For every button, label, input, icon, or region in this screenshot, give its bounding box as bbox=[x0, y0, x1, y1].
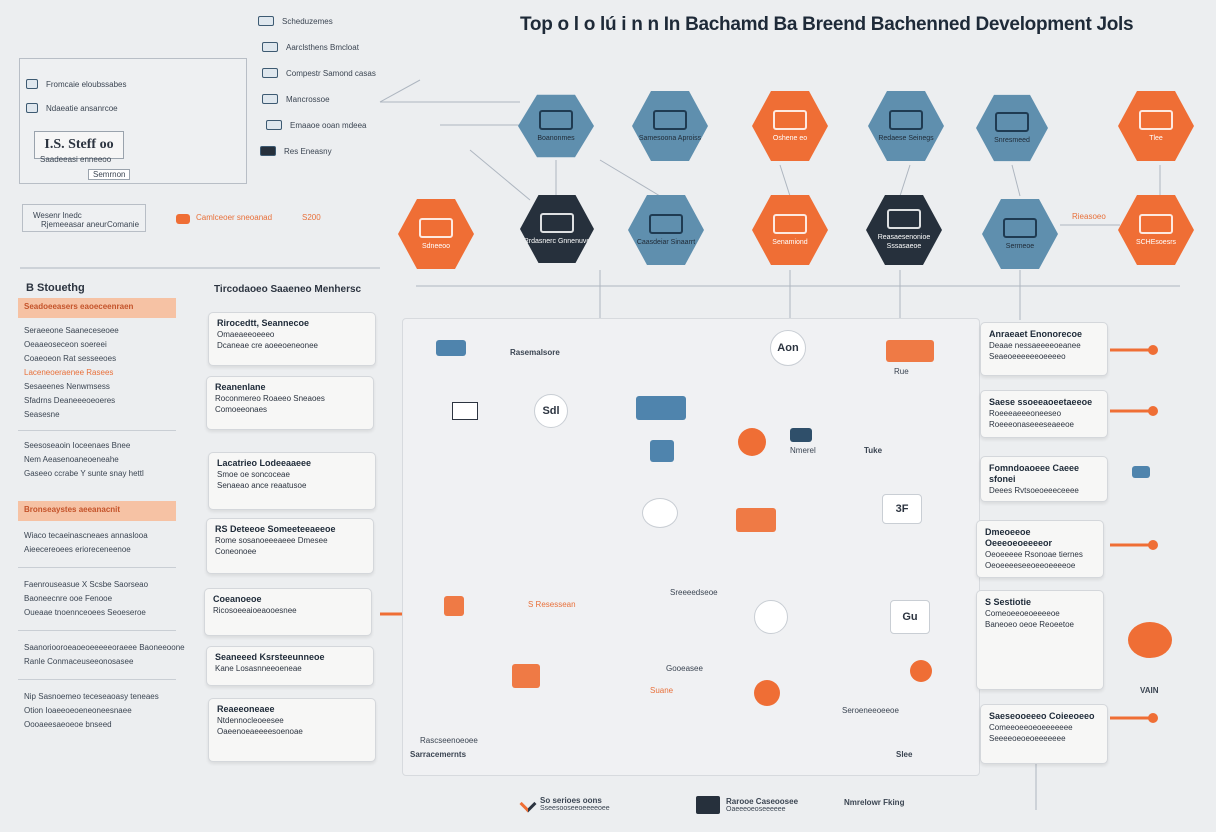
service-card[interactable]: Seaneeed Ksrsteeunneoe Kane Losasnneeoen… bbox=[206, 646, 374, 686]
key-box: Fromcaie eloubssabes Ndaeatie ansanrcoe … bbox=[19, 58, 247, 184]
service-node[interactable] bbox=[886, 340, 934, 362]
node-circle[interactable]: Sdl bbox=[534, 394, 568, 428]
node-circle[interactable] bbox=[642, 498, 678, 528]
legend-item: Mancrossoe bbox=[262, 92, 376, 106]
component-card[interactable]: Anraeaet Enonorecoe Deaae nessaeeeeoeane… bbox=[980, 322, 1108, 376]
key-title-badge: I.S. Steff oo bbox=[34, 131, 124, 159]
right-arrow-label: Rieasoeo bbox=[1072, 212, 1106, 221]
node-circle-orange[interactable] bbox=[738, 428, 766, 456]
connector-dot bbox=[1148, 406, 1158, 416]
page-title: Top o l o lú i n n In Bachamd Ba Breend … bbox=[520, 14, 1134, 35]
folder-icon bbox=[266, 120, 282, 130]
service-card[interactable]: Reanenlane Roconmereo Roaeeo Sneaoes Com… bbox=[206, 376, 374, 430]
component-card[interactable]: Dmeoeeoe Oeeeoeoeeeeor Oeoeeeee Rsonoae … bbox=[976, 520, 1104, 578]
browser-icon bbox=[653, 109, 687, 130]
left-key: Wesenr lnedc Rjemeeasar aneur Comanie bbox=[22, 204, 146, 232]
server-icon bbox=[26, 79, 38, 89]
left-panel-list: Faenrouseasue X Scsbe Saorseao Baoneecnr… bbox=[24, 580, 149, 617]
component-card[interactable]: Fomndoaoeee Caeee sfonei Deees Rvtsoeoee… bbox=[980, 456, 1108, 502]
connector-dot bbox=[1148, 713, 1158, 723]
bottom-legend-item: So serioes oons Sseesooseeoeeeeoee bbox=[519, 795, 610, 813]
cloud-icon[interactable] bbox=[1132, 466, 1150, 478]
connector-dot bbox=[1148, 540, 1158, 550]
laptop-icon bbox=[519, 795, 537, 813]
server-icon[interactable] bbox=[790, 428, 812, 442]
component-card[interactable]: Saese ssoeeaoeetaeeoe Roeeeaeeeoneeseo R… bbox=[980, 390, 1108, 438]
node-circle[interactable] bbox=[754, 600, 788, 634]
database-icon bbox=[26, 103, 38, 113]
search-icon bbox=[1003, 217, 1037, 238]
bottom-legend-item: Nmrelowr Fking bbox=[844, 798, 905, 807]
hex-node[interactable]: Reasaesenonioe Sssasaeoe bbox=[866, 195, 942, 265]
browser-icon bbox=[262, 68, 278, 78]
service-node[interactable] bbox=[736, 508, 776, 532]
legend-item: Emaaoe ooan mdeea bbox=[266, 118, 376, 132]
tool-icon bbox=[773, 109, 807, 130]
laptop-icon[interactable] bbox=[452, 402, 478, 420]
server-icon bbox=[539, 109, 573, 130]
cloud-icon[interactable] bbox=[436, 340, 466, 356]
middle-heading: Tircodaoeo Saaeneo Menhersc bbox=[214, 284, 362, 295]
service-card[interactable]: Rirocedtt, Seannecoe Omaeaeeoeeeo Dcanea… bbox=[208, 312, 376, 366]
left-panel-list: Wiaco tecaeinascneaes annaslooa Aieecere… bbox=[24, 531, 148, 554]
hex-node[interactable]: Oshene eo bbox=[752, 91, 828, 161]
component-card[interactable]: Saeseooeeeo Coieeoeeo Comeeoeeoeoeeeeeee… bbox=[980, 704, 1108, 764]
node-box[interactable]: Gu bbox=[890, 600, 930, 634]
left-panel-bar: Bronseaystes aeeanacnit bbox=[18, 501, 176, 521]
database-icon bbox=[262, 42, 278, 52]
server-icon bbox=[258, 16, 274, 26]
left-panel-heading: B Stouethg bbox=[26, 282, 85, 294]
folder-icon bbox=[1139, 213, 1173, 234]
left-panel-list: Seesoseaoin Ioceenaes Bnee Nem Aeasenoan… bbox=[24, 441, 144, 478]
left-panel-list: Saanoriooroeaoeoeeeeeoraeee Baoneeoone R… bbox=[24, 643, 185, 666]
api-icon bbox=[262, 94, 278, 104]
database-node[interactable] bbox=[636, 396, 686, 420]
hex-node[interactable]: Boanonmes bbox=[518, 94, 594, 158]
hex-node[interactable]: Senamiond bbox=[752, 195, 828, 265]
server-rack-icon bbox=[696, 796, 720, 814]
service-node[interactable] bbox=[512, 664, 540, 688]
connector-dot bbox=[1148, 345, 1158, 355]
legend-item: Res Eneasny bbox=[260, 144, 376, 158]
bug-icon[interactable] bbox=[754, 680, 780, 706]
hex-node[interactable]: Caasdeiar Sinaarrt bbox=[628, 195, 704, 265]
terminal-icon bbox=[260, 146, 276, 156]
bug-icon[interactable] bbox=[1128, 622, 1172, 658]
api-icon bbox=[995, 111, 1029, 132]
arrow-start-node bbox=[176, 214, 190, 224]
service-node[interactable] bbox=[444, 596, 464, 616]
hex-node[interactable]: Samesoona Aproiss bbox=[632, 91, 708, 161]
cloud-icon bbox=[1139, 109, 1173, 130]
tool-icon bbox=[773, 213, 807, 234]
left-panel-list: Seraeeone Saaneceseoee Oeaaeoseceon soer… bbox=[24, 326, 119, 419]
browser-icon bbox=[649, 213, 683, 234]
service-card[interactable]: Lacatrieo Lodeeaaeee Smoe oe soncoceae S… bbox=[208, 452, 376, 510]
bottom-legend-item: Rarooe Caseoosee Oaeeeoeoseeeeee bbox=[696, 796, 798, 814]
left-panel: B Stouethg Seadoeeasers eaoeceenraen Ser… bbox=[18, 282, 185, 732]
api-icon[interactable] bbox=[650, 440, 674, 462]
legend-top: Scheduzemes Aarclsthens Bmcloat Compestr… bbox=[258, 14, 376, 158]
component-card[interactable]: S Sestiotie Comeoeeoeoeeeeoe Baneoeo oeo… bbox=[976, 590, 1104, 690]
node-box[interactable]: 3F bbox=[882, 494, 922, 524]
legend-item: Scheduzemes bbox=[258, 14, 376, 28]
key-footer: Semrnon bbox=[88, 169, 131, 180]
node-circle-orange[interactable] bbox=[910, 660, 932, 682]
diagram-panel bbox=[402, 318, 980, 776]
legend-item: Aarclsthens Bmcloat bbox=[262, 40, 376, 54]
left-panel-bar: Seadoeeasers eaoeceenraen bbox=[18, 298, 176, 318]
hex-node[interactable]: Redaese Seinegs bbox=[868, 91, 944, 161]
service-card[interactable]: Coeanoeoe Ricosoeeaioeaooesnee bbox=[204, 588, 372, 636]
legend-item: Compestr Samond casas bbox=[262, 66, 376, 80]
service-card[interactable]: Reaeeoneaee Ntdennocleoeesee Oaeenoeaeee… bbox=[208, 698, 376, 762]
terminal-icon bbox=[540, 212, 574, 233]
left-panel-list: Nip Sasnoemeo teceseaoasy teneaes Otion … bbox=[24, 692, 159, 729]
service-card[interactable]: RS Deteeoe Someeteeaeeoe Rome sosanoeeea… bbox=[206, 518, 374, 574]
gear-icon bbox=[419, 217, 453, 238]
server-rack-icon bbox=[887, 209, 921, 229]
database-icon bbox=[889, 109, 923, 130]
node-circle[interactable]: Aon bbox=[770, 330, 806, 366]
